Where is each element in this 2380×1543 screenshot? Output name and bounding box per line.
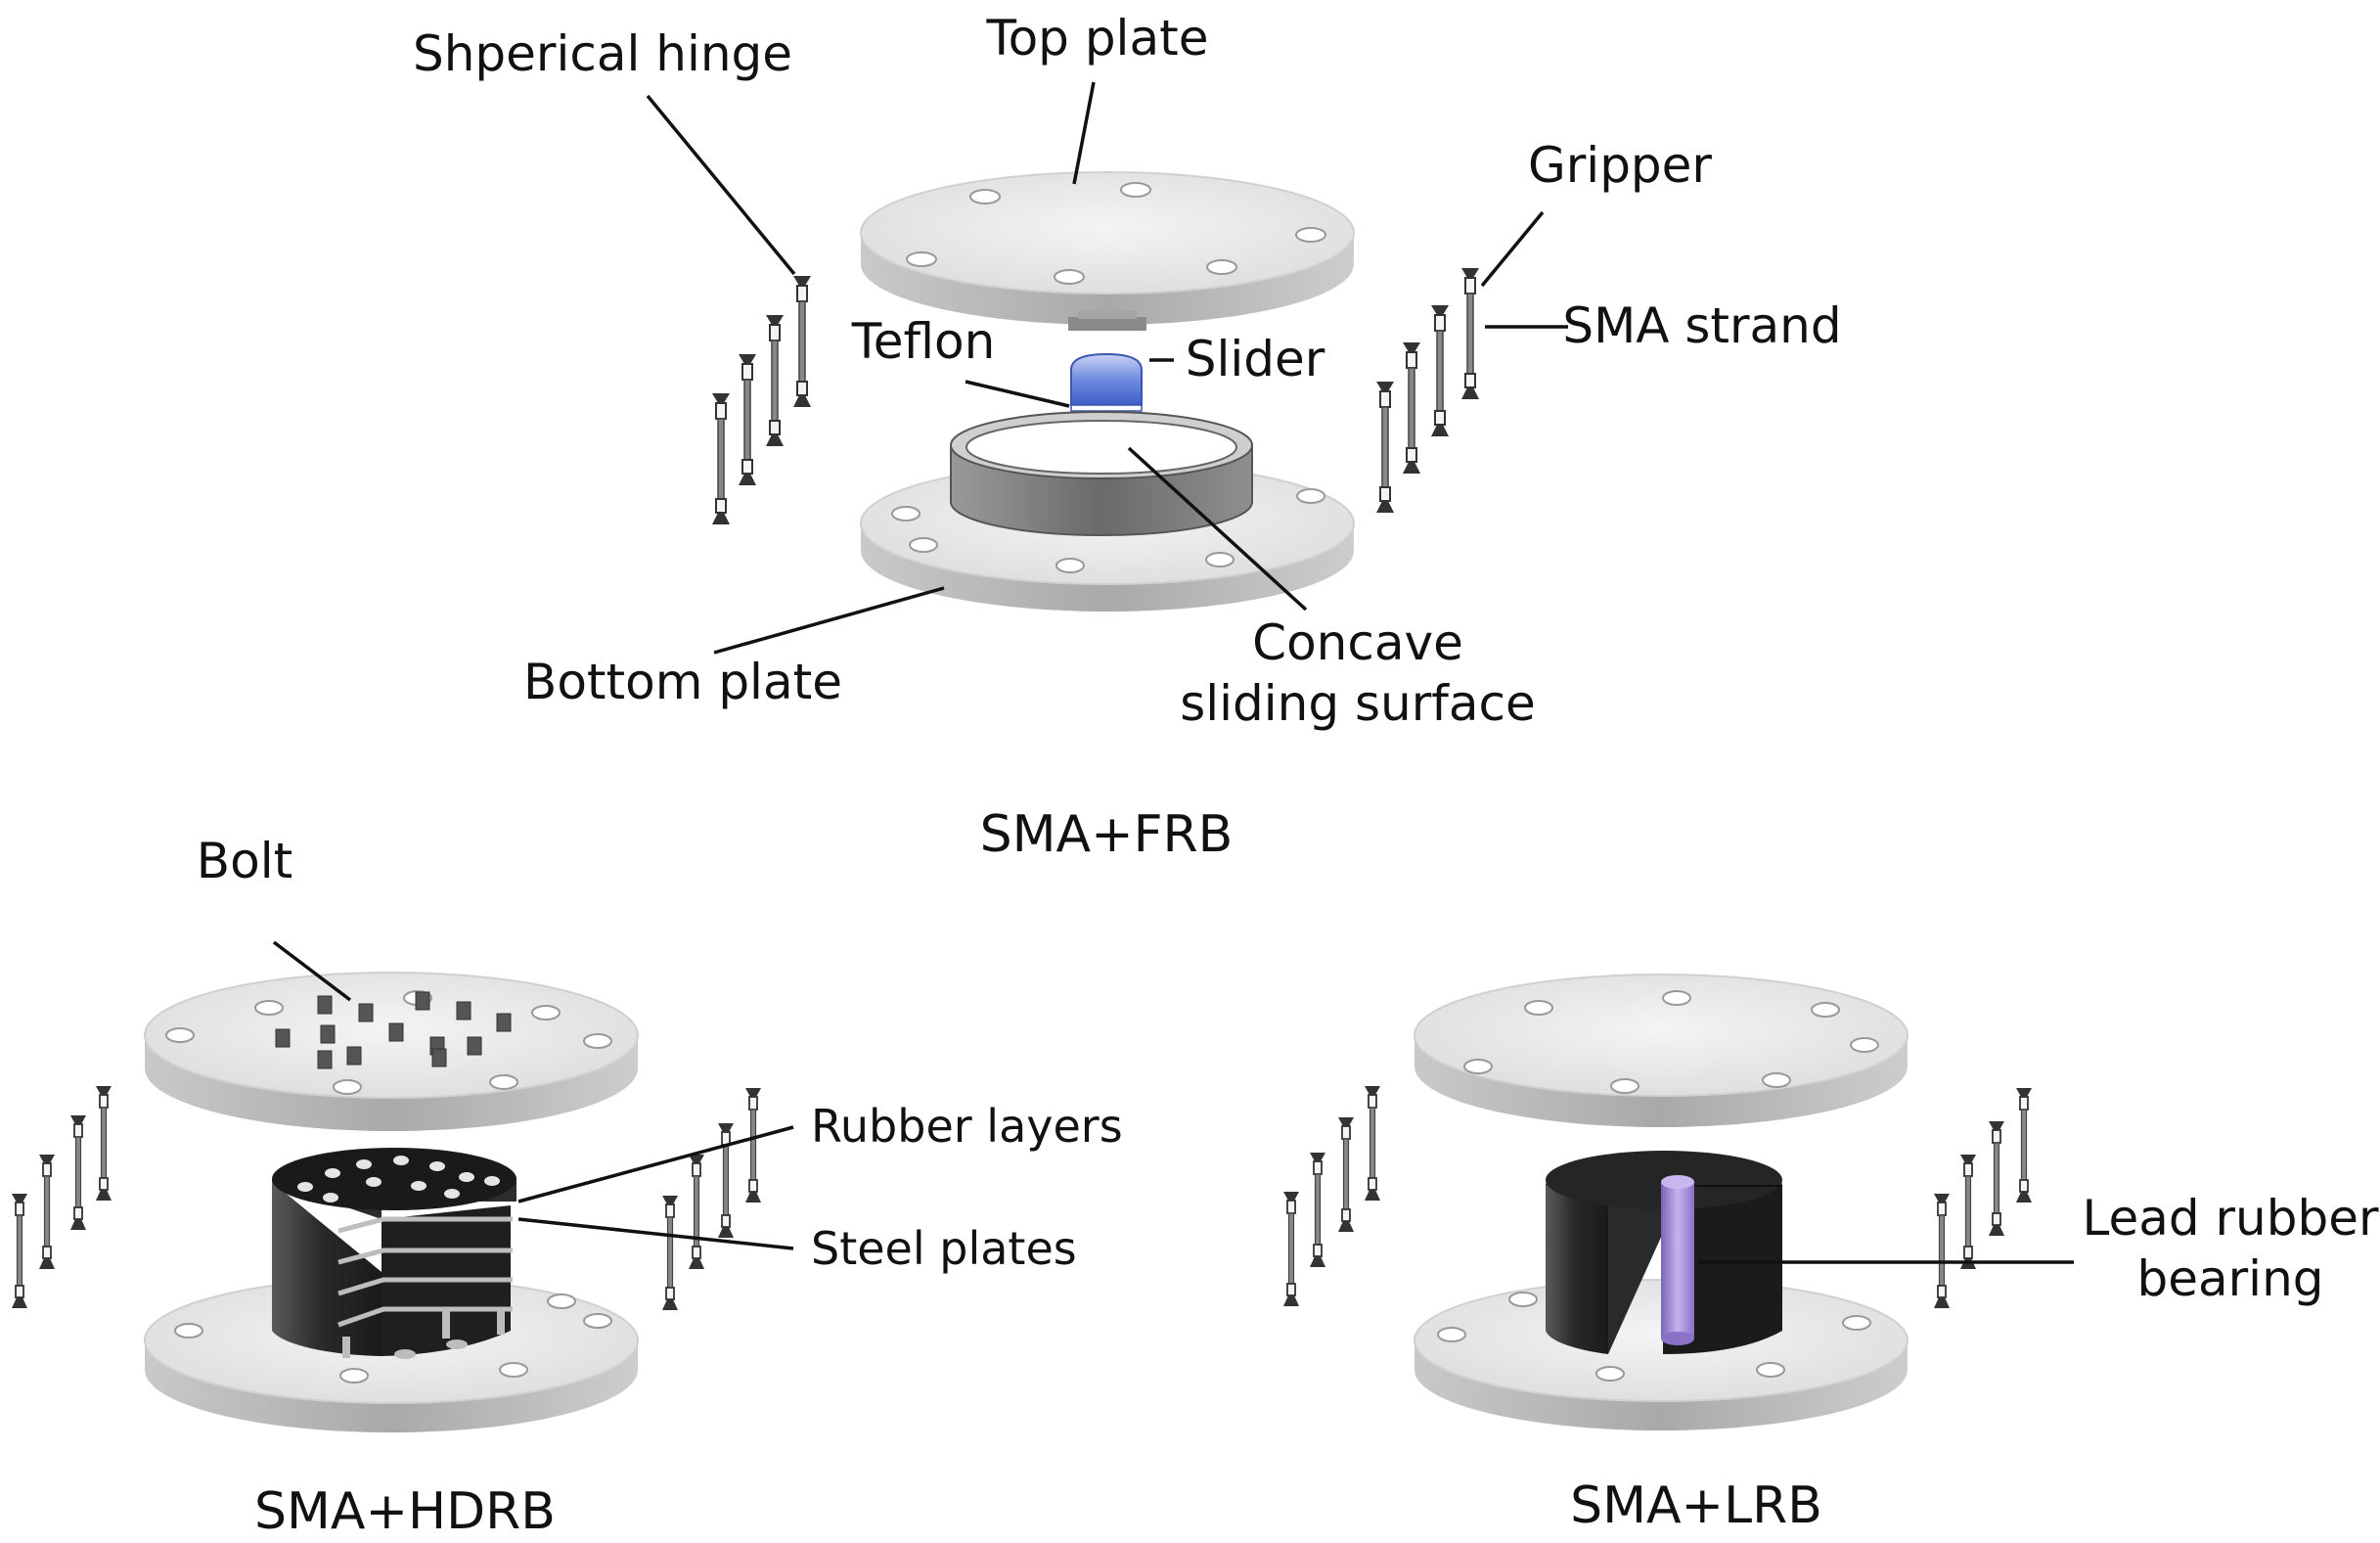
lrb-assembly: Lead rubber bearing SMA+LRB bbox=[1282, 974, 2379, 1535]
label-steel-plates: Steel plates bbox=[811, 1222, 1077, 1275]
label-bolt: Bolt bbox=[197, 833, 292, 889]
label-lead-line1: Lead rubber bbox=[2082, 1190, 2378, 1247]
hdrb-bolts bbox=[275, 991, 512, 1069]
frb-concave-dish bbox=[950, 411, 1253, 536]
label-rubber-layers: Rubber layers bbox=[811, 1100, 1123, 1153]
hdrb-rubber-core bbox=[272, 1148, 516, 1359]
lrb-rubber-core bbox=[1546, 1151, 1782, 1354]
lrb-strands-left bbox=[1282, 1085, 1381, 1307]
label-gripper: Gripper bbox=[1528, 137, 1712, 194]
label-teflon: Teflon bbox=[851, 313, 996, 370]
frb-top-plate bbox=[860, 171, 1355, 331]
label-sma-strand: SMA strand bbox=[1562, 297, 1841, 354]
frb-labels: Shperical hinge Top plate Gripper SMA st… bbox=[413, 10, 1842, 732]
label-bottom-plate: Bottom plate bbox=[523, 654, 842, 710]
hdrb-top-plate bbox=[144, 972, 639, 1131]
label-concave-line1: Concave bbox=[1252, 614, 1463, 671]
frb-assembly: Shperical hinge Top plate Gripper SMA st… bbox=[413, 10, 1842, 864]
hdrb-title: SMA+HDRB bbox=[254, 1482, 556, 1541]
lrb-strands-right bbox=[1933, 1087, 2033, 1309]
lrb-labels: Lead rubber bearing bbox=[2082, 1190, 2378, 1307]
label-slider: Slider bbox=[1186, 331, 1325, 387]
hdrb-strands-right bbox=[661, 1087, 762, 1311]
frb-strands-right bbox=[1375, 267, 1480, 514]
label-top-plate: Top plate bbox=[986, 10, 1209, 67]
frb-title: SMA+FRB bbox=[980, 805, 1234, 864]
hdrb-leader-lines bbox=[272, 940, 794, 1250]
hdrb-strands-left bbox=[11, 1085, 112, 1309]
label-lead-line2: bearing bbox=[2136, 1250, 2323, 1307]
frb-strands-left bbox=[711, 275, 812, 525]
label-concave-line2: sliding surface bbox=[1180, 675, 1536, 732]
lrb-top-plate bbox=[1414, 974, 1908, 1127]
hdrb-assembly: Bolt Rubber layers Steel plates SMA+HDRB bbox=[11, 833, 1123, 1541]
hdrb-labels: Bolt Rubber layers Steel plates bbox=[197, 833, 1123, 1275]
lrb-title: SMA+LRB bbox=[1570, 1476, 1822, 1535]
frb-leader-lines bbox=[646, 81, 1568, 655]
frb-slider bbox=[1070, 352, 1143, 412]
label-spherical-hinge: Shperical hinge bbox=[413, 25, 792, 82]
